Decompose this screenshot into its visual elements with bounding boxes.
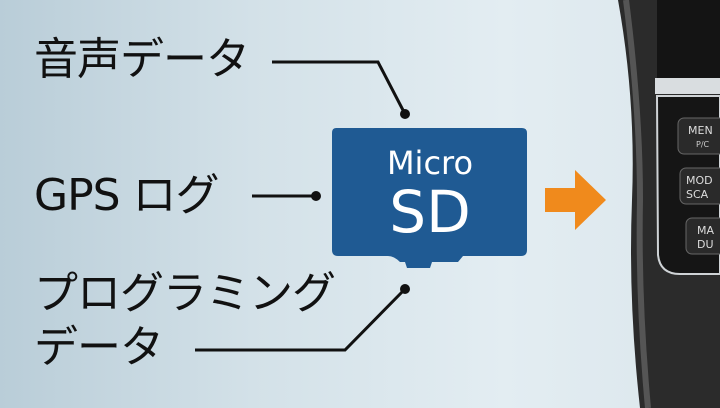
programming-leader-dot [400, 284, 410, 294]
svg-text:MEN: MEN [688, 124, 713, 137]
radio-display-bezel [655, 78, 720, 94]
radio-button-mode-scan[interactable]: MOD SCA [679, 167, 720, 205]
svg-text:MOD: MOD [686, 174, 713, 187]
radio-display [657, 0, 720, 78]
svg-text:DU: DU [697, 238, 714, 251]
programming-leader-line [195, 287, 407, 352]
radio-button-menu[interactable]: MEN P/C [677, 117, 720, 155]
svg-text:P/C: P/C [696, 140, 710, 149]
card-text-sd: SD [389, 178, 470, 246]
label-programming-line2: データ [34, 322, 164, 373]
label-audio-data: 音声データ [34, 34, 250, 85]
svg-text:SCA: SCA [686, 188, 709, 201]
radio-button-ma-du[interactable]: MA DU [685, 217, 720, 255]
audio-leader-line [272, 60, 407, 115]
arrow-right-icon [545, 170, 606, 230]
svg-text:MA: MA [697, 224, 714, 237]
gps-leader-dot [311, 191, 321, 201]
card-text-micro: Micro [387, 144, 473, 182]
label-programming-line1: プログラミング [34, 268, 336, 319]
label-gps-log: GPS ログ [34, 170, 220, 221]
radio-side-edge [623, 0, 651, 408]
microsd-card [332, 128, 527, 268]
audio-leader-dot [400, 109, 410, 119]
